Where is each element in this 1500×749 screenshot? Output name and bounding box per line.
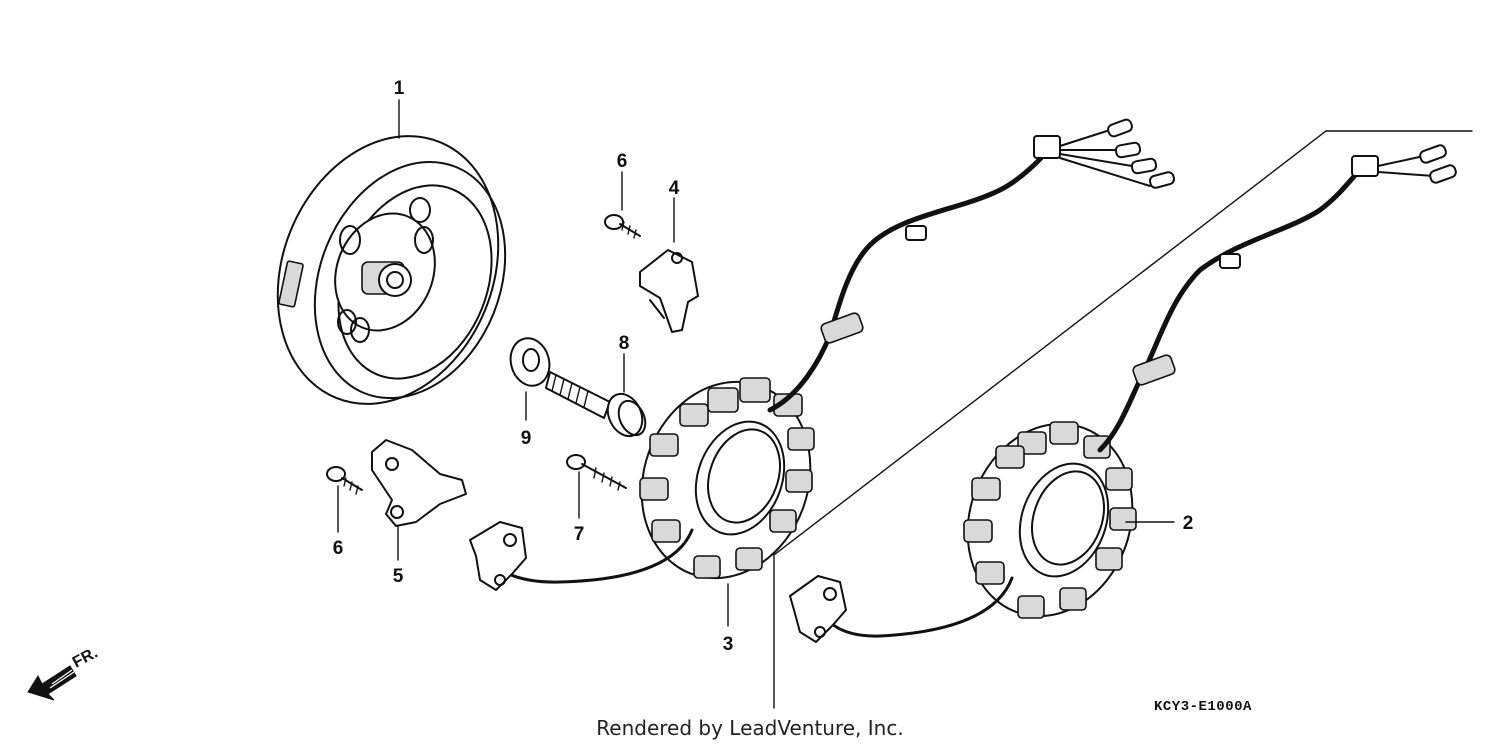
credit-text: Rendered by LeadVenture, Inc.: [596, 716, 904, 740]
callout-6-lower: 6: [333, 538, 344, 559]
callout-4: 4: [669, 178, 680, 199]
bolt-part[interactable]: [566, 454, 627, 491]
callout-9: 9: [521, 428, 532, 449]
callout-1: 1: [394, 78, 405, 99]
screw-lower-part[interactable]: [326, 466, 363, 495]
callout-8: 8: [619, 333, 630, 354]
front-direction-arrow-icon: [27, 665, 77, 701]
callout-3: 3: [723, 634, 734, 655]
washer-part[interactable]: [505, 334, 554, 390]
flange-bolt-part[interactable]: [545, 371, 650, 442]
cord-clamp-part[interactable]: [639, 249, 699, 333]
diagram-code: KCY3-E1000A: [1154, 699, 1252, 715]
stator-assembly-part[interactable]: [469, 118, 1176, 602]
callout-2: 2: [1183, 513, 1194, 534]
flywheel-part[interactable]: [239, 103, 539, 438]
callout-7: 7: [574, 524, 585, 545]
stator-variant-part[interactable]: [789, 144, 1457, 643]
pulser-clamp-part[interactable]: [371, 439, 467, 527]
callout-6-upper: 6: [617, 151, 628, 172]
callout-5: 5: [393, 566, 404, 587]
screw-upper-part[interactable]: [604, 214, 641, 239]
variant-separator-line: [773, 130, 1473, 709]
front-direction-label: FR.: [70, 644, 101, 671]
